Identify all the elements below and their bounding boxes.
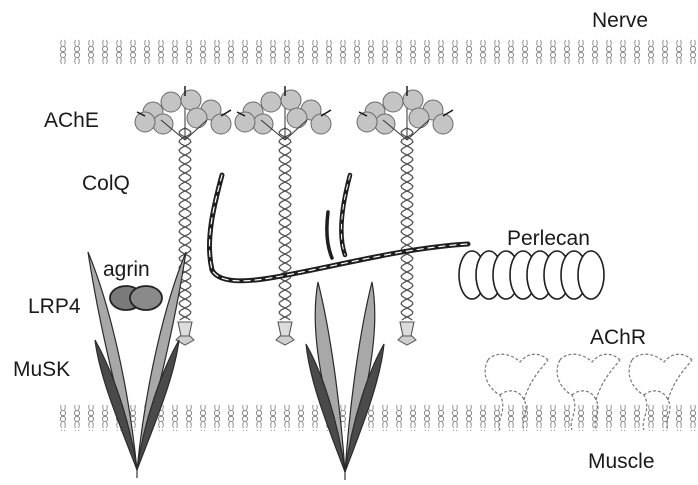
label-muscle: Muscle (588, 451, 655, 472)
ache-subunit (181, 90, 201, 110)
ache-subunit (311, 114, 331, 134)
ache-subunit (235, 112, 255, 132)
ache-cluster (235, 86, 331, 140)
ache-subunit (161, 92, 181, 112)
perlecan-domain (459, 251, 604, 299)
ache-subunit (211, 114, 231, 134)
ache-subunit (433, 114, 453, 134)
label-lrp4: LRP4 (28, 296, 81, 317)
ache-subunit (187, 108, 207, 128)
nerve-membrane (60, 38, 696, 64)
label-musk: MuSK (13, 359, 70, 380)
colq-anchor (400, 322, 414, 336)
ache-cluster (357, 86, 453, 140)
colq-anchor (178, 322, 192, 336)
ache-subunit (135, 112, 155, 132)
ache-subunit (281, 90, 301, 110)
ache-subunit (409, 108, 429, 128)
colq-group (135, 86, 453, 345)
ache-subunit (253, 114, 273, 134)
colq-anchor (278, 322, 292, 336)
ache-subunit (375, 114, 395, 134)
label-agrin: agrin (103, 259, 150, 280)
colq-anchor-base (276, 336, 294, 345)
ache-subunit (153, 114, 173, 134)
label-colq: ColQ (82, 173, 130, 194)
ache-subunit (403, 90, 423, 110)
musk-middle (306, 282, 384, 480)
ache-subunit (357, 112, 377, 132)
colq-anchor-base (398, 336, 416, 345)
label-perlecan: Perlecan (507, 228, 590, 249)
label-nerve: Nerve (592, 10, 648, 31)
ache-subunit (383, 92, 403, 112)
ache-subunit (261, 92, 281, 112)
label-achr: AChR (590, 327, 646, 348)
ache-cluster (135, 86, 231, 140)
ache-subunit (287, 108, 307, 128)
musk-left (88, 252, 186, 478)
agrin-lobes (110, 286, 162, 310)
label-ache: AChE (44, 110, 99, 131)
perlecan-strand (209, 175, 468, 281)
